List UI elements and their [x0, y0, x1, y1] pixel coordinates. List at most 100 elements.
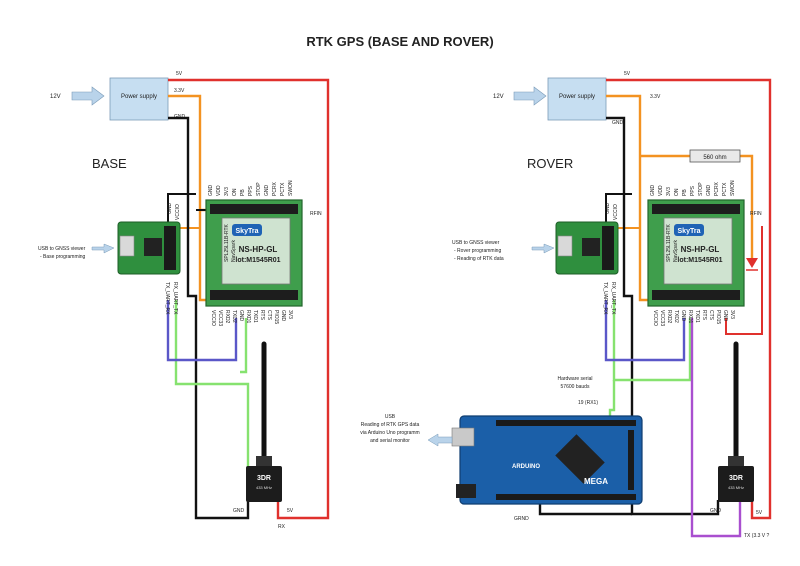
rover-radio-5v: 5V	[756, 510, 763, 516]
base-radio-rx: RX	[278, 524, 286, 530]
base-wire-green-2	[240, 318, 248, 374]
rover-section-label: ROVER	[527, 156, 573, 171]
rover-gnss-module: SkyTra NS-HP-GL lot:M1545R01 SPL25L11B-R…	[647, 199, 762, 307]
base-ftdi-pin-gnd: GND	[167, 203, 173, 215]
rover-pin-top-7: GND	[706, 185, 712, 197]
base-section: 12V Power supply 5V 3.3V GND BASE USB to…	[38, 71, 330, 530]
base-pin-top-2: 3V3	[224, 187, 230, 196]
rover-33v-label: 3.3V	[650, 94, 661, 100]
base-wire-green	[174, 300, 250, 470]
rover-ftdi-rx: RX_UART_TX	[610, 282, 616, 315]
base-pin-bottom-11: 3V3	[287, 310, 293, 319]
base-pin-top-4: PB	[240, 189, 246, 196]
base-pin-top-9: PCTX	[280, 182, 286, 196]
base-pin-bottom-2: RXD2	[224, 310, 230, 324]
base-pin-top-10: SWON	[288, 180, 294, 196]
base-pin-top-0: GND	[208, 185, 214, 197]
rover-rx1-label: 19 (RX1)	[578, 400, 598, 406]
rover-pin-top-6: STOP	[698, 182, 704, 196]
rover-radio-freq: 433 MHz	[728, 485, 744, 490]
base-pin-top-5: PPS	[248, 185, 254, 196]
rover-section: 12V Power supply 5V 3.3V GND ROVER 560 o…	[360, 71, 772, 539]
rover-pin-bottom-3: TXD2	[673, 310, 679, 323]
rover-wire-red-led	[725, 226, 763, 335]
base-pin-bottom-6: TXD1	[252, 310, 258, 323]
base-radio: 3DR 433 MHz	[246, 341, 282, 502]
rover-arduino-usb-3: via Arduino Uno programm	[360, 430, 419, 436]
base-module-brand: SkyTra	[236, 228, 259, 235]
rover-arduino-model: MEGA	[584, 477, 608, 486]
rover-pin-bottom-8: CTS	[708, 310, 714, 321]
base-input-arrow	[71, 86, 105, 106]
rover-power-supply-label: Power supply	[559, 94, 595, 100]
rover-arduino-mega: ARDUINO MEGA	[451, 415, 643, 505]
base-usb-arrow	[91, 243, 115, 254]
base-wire-blue	[166, 300, 238, 362]
rover-module-brand: SkyTra	[678, 228, 701, 235]
base-wire-gnd-ftdi	[167, 193, 196, 226]
rover-wire-green-arduino	[608, 380, 616, 420]
base-pin-bottom-10: GND	[280, 310, 286, 322]
rover-radio-gnd: GND	[710, 508, 722, 514]
rover-arduino-usb-arrow	[427, 433, 453, 447]
rover-pin-bottom-2: RXD2	[666, 310, 672, 324]
base-pin-top-8: PCRX	[272, 181, 278, 196]
base-pin-bottom-9: PIO15	[273, 310, 279, 324]
rover-pin-bottom-10: GND	[722, 310, 728, 322]
rover-5v-label: 5V	[624, 71, 631, 77]
rover-pin-bottom-0: VCCIO	[652, 310, 658, 326]
base-usb-note-2: - Base programming	[40, 254, 86, 260]
rover-pin-top-5: PPS	[690, 185, 696, 196]
base-rfin-label: RFIN	[310, 211, 322, 217]
base-pin-bottom-5: RXD1	[245, 310, 251, 324]
rover-pin-bottom-11: 3V3	[729, 310, 735, 319]
base-pin-top-1: VDD	[216, 185, 222, 196]
base-radio-freq: 433 MHz	[256, 485, 272, 490]
base-pin-top-7: GND	[264, 185, 270, 197]
rover-pin-bottom-4: GND	[680, 310, 686, 322]
base-radio-brand: 3DR	[257, 475, 271, 482]
rover-module-lot: lot:M1545R01	[677, 257, 722, 264]
rover-radio-brand: 3DR	[729, 475, 743, 482]
base-5v-label: 5V	[176, 71, 183, 77]
base-module-lot: lot:M1545R01	[235, 257, 280, 264]
rover-arduino-usb-4: and serial monitor	[370, 438, 410, 444]
rover-pin-bottom-1: VCC33	[659, 310, 665, 326]
rover-hw-serial-2: 57600 bauds	[561, 384, 590, 390]
base-pin-bottom-3: TXD2	[231, 310, 237, 323]
base-ftdi-rx: RX_UART_TX	[172, 282, 178, 315]
rover-wire-33v	[606, 94, 648, 302]
rover-pin-bottom-7: RTS	[701, 310, 707, 321]
rover-module-side-1: SPL25L11B-RTK	[666, 223, 672, 262]
rover-pin-top-0: GND	[650, 185, 656, 197]
base-power-supply-label: Power supply	[121, 94, 157, 100]
rover-wire-gnd-ftdi	[605, 193, 632, 226]
rover-usb-note-2: - Rover programming	[454, 248, 501, 254]
rover-module-side-2: NavSpark	[673, 240, 679, 262]
base-section-label: BASE	[92, 156, 127, 171]
rover-resistor	[689, 149, 741, 163]
rover-pin-top-3: ON	[674, 188, 680, 196]
rover-wire-gnd-arduino	[538, 504, 632, 516]
base-ftdi-pin-vccio: VCCIO	[175, 204, 181, 220]
rover-hw-serial-1: Hardware serial	[557, 376, 592, 382]
rover-pin-top-8: PCRX	[714, 181, 720, 196]
rover-wire-33v-led	[640, 154, 754, 258]
rover-input-voltage: 12V	[493, 94, 504, 100]
rover-pin-top-4: PB	[682, 189, 688, 196]
rover-usb-arrow	[531, 243, 555, 254]
base-wire-gnd	[168, 116, 250, 520]
rover-wire-purple	[690, 318, 742, 538]
rover-radio: 3DR 433 MHz	[718, 341, 754, 502]
rover-ftdi-pin-vccio: VCCIO	[613, 204, 619, 220]
rover-pin-top-2: 3V3	[666, 187, 672, 196]
rover-resistor-label: 560 ohm	[703, 155, 726, 161]
base-module-name: NS-HP-GL	[239, 245, 278, 254]
rover-pins-bottom: VCCIO VCC33 RXD2 TXD2 GND RXD1 TXD1 RTS …	[652, 310, 735, 326]
base-pin-top-6: STOP	[256, 182, 262, 196]
rover-power-supply	[547, 77, 607, 121]
rover-ftdi-board: GND VCCIO TX_UART_RX RX_UART_TX	[555, 203, 619, 315]
base-pins-bottom: VCCIO VCC33 RXD2 TXD2 GND RXD1 TXD1 RTS …	[210, 310, 293, 326]
base-pin-bottom-7: RTS	[259, 310, 265, 321]
